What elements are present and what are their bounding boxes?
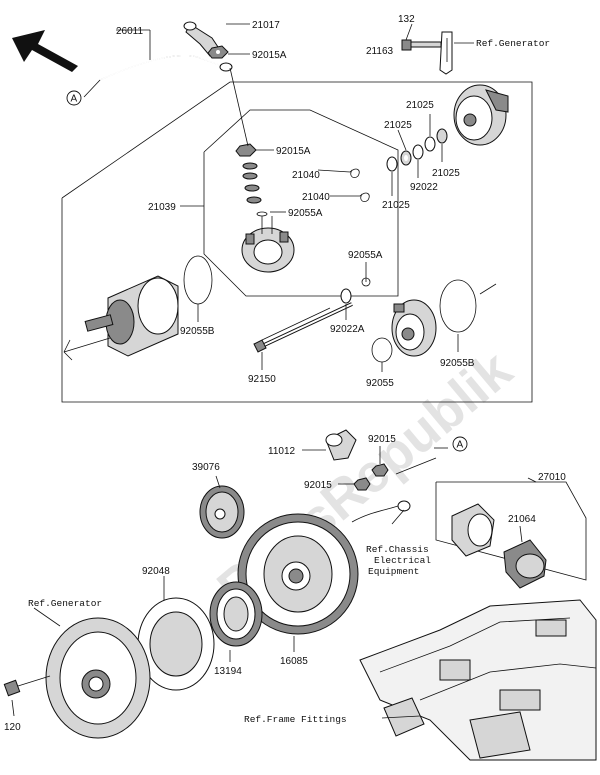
label-92015A-mid: 92015A	[276, 146, 311, 157]
label-92015-a: 92015	[368, 434, 396, 445]
label-92055: 92055	[366, 378, 394, 389]
label-92022: 92022	[410, 182, 438, 193]
label-92015A-top: 92015A	[252, 50, 287, 61]
svg-text:A: A	[457, 440, 464, 451]
bolt-120	[3, 675, 51, 697]
idle-gear	[199, 485, 245, 539]
front-direction-arrow-icon	[12, 30, 78, 72]
label-27010: 27010	[538, 472, 566, 483]
starter-clutch-gear	[237, 513, 359, 635]
ref-chassis-line3: Equipment	[368, 566, 419, 577]
relay-cap	[325, 429, 357, 461]
starter-front-cover	[391, 299, 437, 357]
brush-spring-lower	[359, 192, 370, 202]
starter-end-cover	[453, 84, 509, 146]
one-way-clutch	[209, 581, 263, 647]
ref-generator-left: Ref.Generator	[28, 598, 102, 609]
svg-text:A: A	[71, 94, 78, 105]
nut-92015-upper	[371, 463, 389, 477]
label-13194: 13194	[214, 666, 242, 677]
flywheel-plate	[137, 597, 215, 691]
frame-fittings	[359, 599, 597, 761]
lead-terminal	[397, 500, 411, 512]
starter-relay	[503, 539, 547, 589]
chassis-lead	[351, 505, 399, 523]
through-bolt	[253, 302, 353, 353]
leader-lines	[11, 23, 537, 719]
label-92150: 92150	[248, 374, 276, 385]
o-ring-92055	[371, 337, 393, 363]
starter-assembly-frame	[61, 81, 533, 403]
ref-chassis-line2: Electrical	[374, 555, 431, 566]
part-labels: 26011 21017 92015A 132 21163 92015A 2102…	[4, 14, 566, 733]
reference-labels: Ref.Generator Ref.Chassis Electrical Equ…	[28, 38, 550, 725]
generator-bracket-ref	[439, 31, 453, 75]
relay-frame	[435, 481, 587, 581]
generator-rotor	[45, 617, 151, 739]
label-21163: 21163	[366, 46, 394, 57]
label-21040-a: 21040	[292, 170, 320, 181]
o-ring-left	[183, 255, 213, 305]
label-92055A-b: 92055A	[348, 250, 383, 261]
brush-holder-frame	[203, 109, 399, 297]
terminal-nut-top	[207, 45, 229, 59]
ref-frame-fittings: Ref.Frame Fittings	[244, 714, 347, 725]
label-26011: 26011	[116, 26, 144, 37]
terminal-stud	[395, 457, 437, 475]
motor-yoke	[63, 275, 179, 361]
ref-generator-top: Ref.Generator	[476, 38, 550, 49]
label-21040-b: 21040	[302, 192, 330, 203]
label-132: 132	[398, 14, 415, 25]
ref-chassis-line1: Ref.Chassis	[366, 544, 429, 555]
label-21017: 21017	[252, 20, 280, 31]
callout-a-lower: A	[452, 436, 468, 452]
label-16085: 16085	[280, 656, 308, 667]
label-92015-b: 92015	[304, 480, 332, 491]
label-21025-d: 21025	[382, 200, 410, 211]
label-92055B-b: 92055B	[440, 358, 475, 369]
label-21025-a: 21025	[406, 100, 434, 111]
bolt-132	[401, 39, 442, 51]
callout-a-upper: A	[66, 90, 82, 106]
label-120: 120	[4, 722, 21, 733]
brush-spring-upper	[349, 168, 360, 178]
label-39076: 39076	[192, 462, 220, 473]
washer-stack	[386, 128, 448, 172]
label-92055B-a: 92055B	[180, 326, 215, 337]
label-92048: 92048	[142, 566, 170, 577]
brush-holder	[241, 216, 295, 273]
washer-92022A	[340, 288, 352, 304]
starter-motor-unit	[451, 503, 495, 557]
label-21039: 21039	[148, 202, 176, 213]
terminal-hardware-stack	[235, 143, 262, 204]
label-11012: 11012	[268, 446, 296, 457]
label-92055A-a: 92055A	[288, 208, 323, 219]
label-92022A: 92022A	[330, 324, 365, 335]
o-ring-small	[256, 211, 268, 217]
axis-line-right	[479, 283, 497, 295]
label-21025-c: 21025	[432, 168, 460, 179]
label-21064: 21064	[508, 514, 536, 525]
starter-cable	[83, 54, 233, 98]
label-21025-b: 21025	[384, 120, 412, 131]
o-ring-right	[439, 279, 477, 333]
